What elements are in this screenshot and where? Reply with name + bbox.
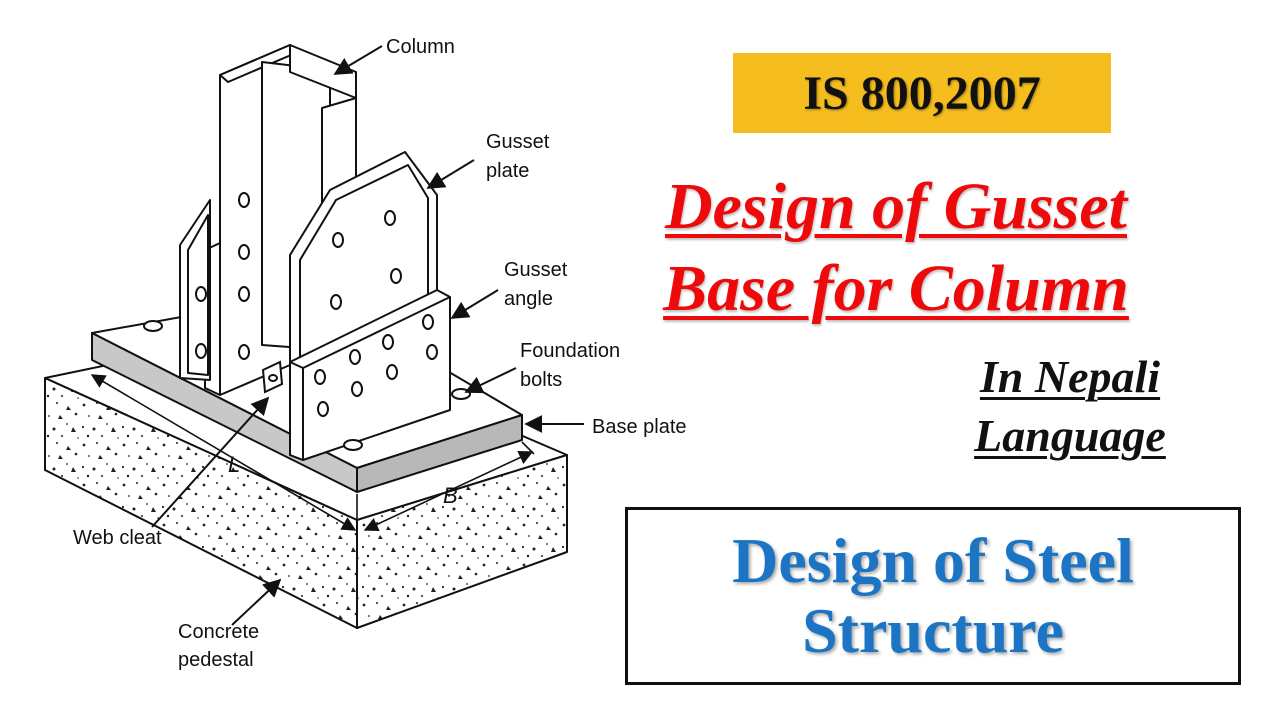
column — [204, 44, 357, 451]
diagram-labels: Column Gusset plate Gusset angle Foundat… — [73, 36, 687, 671]
label-foundation-bolts-1: Foundation — [520, 340, 620, 362]
label-concrete-pedestal-2: pedestal — [178, 649, 254, 671]
leader-lines — [151, 45, 584, 626]
course-title-line-2: Structure — [802, 595, 1064, 666]
label-gusset-plate-1: Gusset — [486, 131, 550, 153]
course-title-box: Design of Steel Structure — [625, 507, 1241, 685]
label-gusset-plate-2: plate — [486, 160, 529, 182]
course-title-line-1: Design of Steel — [732, 525, 1134, 596]
dimension-breadth-label: B — [443, 483, 458, 508]
label-foundation-bolts-2: bolts — [520, 369, 562, 391]
subtitle-line-1: In Nepali — [979, 351, 1161, 402]
label-gusset-angle-2: angle — [504, 288, 553, 310]
label-web-cleat: Web cleat — [73, 527, 162, 549]
label-base-plate: Base plate — [592, 416, 687, 438]
label-column: Column — [386, 36, 455, 58]
title-line-1: Design of Gusset — [664, 170, 1128, 243]
standard-badge: IS 800,2007 — [733, 53, 1111, 133]
gusset-base-diagram: L B Column Gusset plate Gusset angle Fou… — [44, 36, 687, 671]
label-gusset-angle-1: Gusset — [504, 259, 568, 281]
subtitle-line-2: Language — [974, 410, 1166, 461]
dimension-lines — [90, 374, 535, 540]
title-line-2: Base for Column — [663, 252, 1129, 325]
standard-label: IS 800,2007 — [803, 66, 1041, 120]
label-concrete-pedestal-1: Concrete — [178, 621, 259, 643]
dimension-length-label: L — [228, 452, 240, 477]
